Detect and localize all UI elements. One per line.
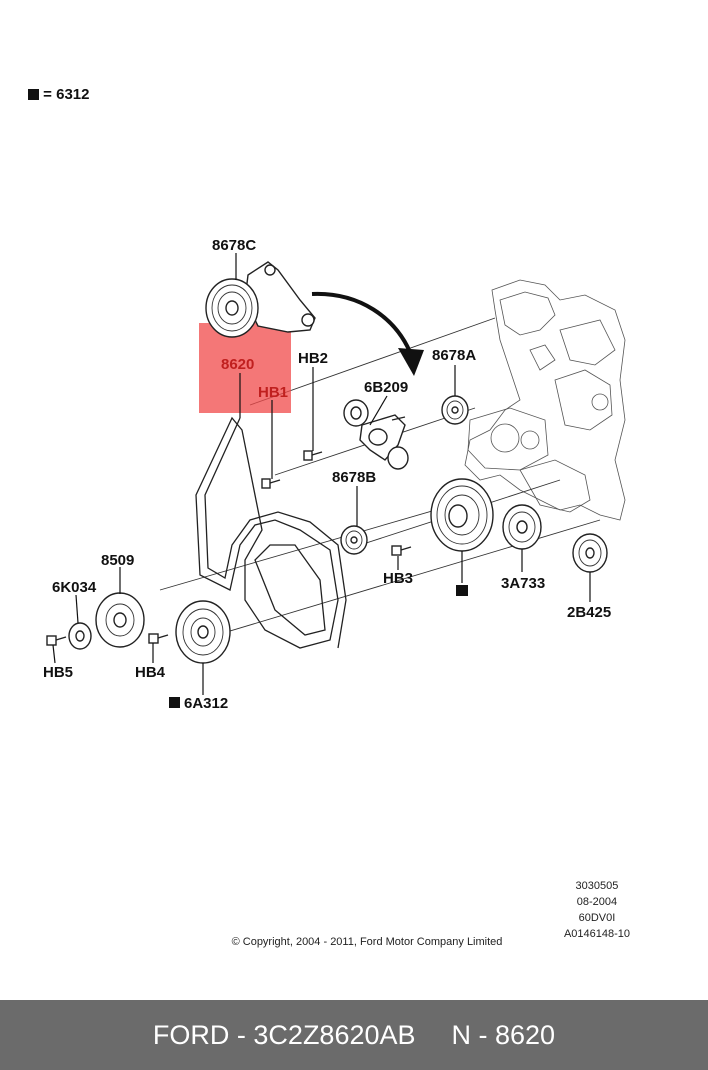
symbol-6A312-icon [169, 697, 180, 708]
legend-part: 6312 [56, 86, 90, 103]
code-line: 08-2004 [576, 896, 618, 908]
code-line: 60DV0I [578, 912, 616, 924]
part-8509 [95, 592, 145, 648]
symbol-6312-icon [456, 585, 468, 596]
code-line: A0146148-10 [563, 928, 630, 940]
part-8678C [205, 261, 316, 338]
belt-diagram: 8678C 8620 HB2 HB1 6B209 8678A 8678B 850… [43, 237, 626, 712]
engine-block [464, 279, 626, 521]
callout-HB3: HB3 [383, 570, 413, 587]
bolt-HB2 [303, 450, 323, 461]
part-6K034 [68, 622, 92, 650]
callout-6K034: 6K034 [52, 579, 97, 596]
callout-6A312: 6A312 [184, 695, 228, 712]
bolt-HB4 [148, 633, 169, 644]
bolt-HB1 [261, 478, 281, 489]
footer-bar: FORD - 3C2Z8620AB N - 8620 [0, 1000, 708, 1070]
part-6312 [430, 478, 494, 552]
part-3A733 [502, 504, 542, 550]
legend-equals: = [43, 86, 52, 103]
move-arrow [311, 291, 424, 376]
drive-belt [195, 416, 347, 649]
legend: = 6312 [28, 86, 89, 103]
bolt-HB3 [391, 545, 412, 556]
callout-8620: 8620 [221, 356, 254, 373]
code-line: 3030505 [575, 880, 619, 892]
part-2B425 [572, 533, 608, 573]
callout-6B209: 6B209 [364, 379, 408, 396]
part-8678B [340, 525, 368, 555]
part-8678A [441, 395, 469, 425]
callout-HB2: HB2 [298, 350, 328, 367]
copyright: © Copyright, 2004 - 2011, Ford Motor Com… [231, 936, 503, 948]
callout-3A733: 3A733 [501, 575, 545, 592]
callout-HB5: HB5 [43, 664, 73, 681]
arrow-head-icon [398, 348, 424, 376]
drawing-codes: 3030505 08-2004 60DV0I A0146148-10 [564, 878, 630, 942]
callout-HB1: HB1 [258, 384, 288, 401]
footer-part-number: FORD - 3C2Z8620AB [152, 1019, 416, 1050]
callout-HB4: HB4 [135, 664, 166, 681]
callout-8678A: 8678A [432, 347, 476, 364]
part-6A312 [175, 600, 231, 664]
footer-reference: N - 8620 [451, 1019, 556, 1050]
highlight-box [199, 323, 291, 413]
callout-8509: 8509 [101, 552, 134, 569]
callout-8678C: 8678C [212, 237, 256, 254]
leader-lines [52, 253, 591, 695]
part-6B209 [343, 399, 409, 470]
legend-square-icon [28, 89, 39, 100]
callout-8678B: 8678B [332, 469, 376, 486]
callout-2B425: 2B425 [567, 604, 611, 621]
bolt-HB5 [46, 635, 67, 646]
